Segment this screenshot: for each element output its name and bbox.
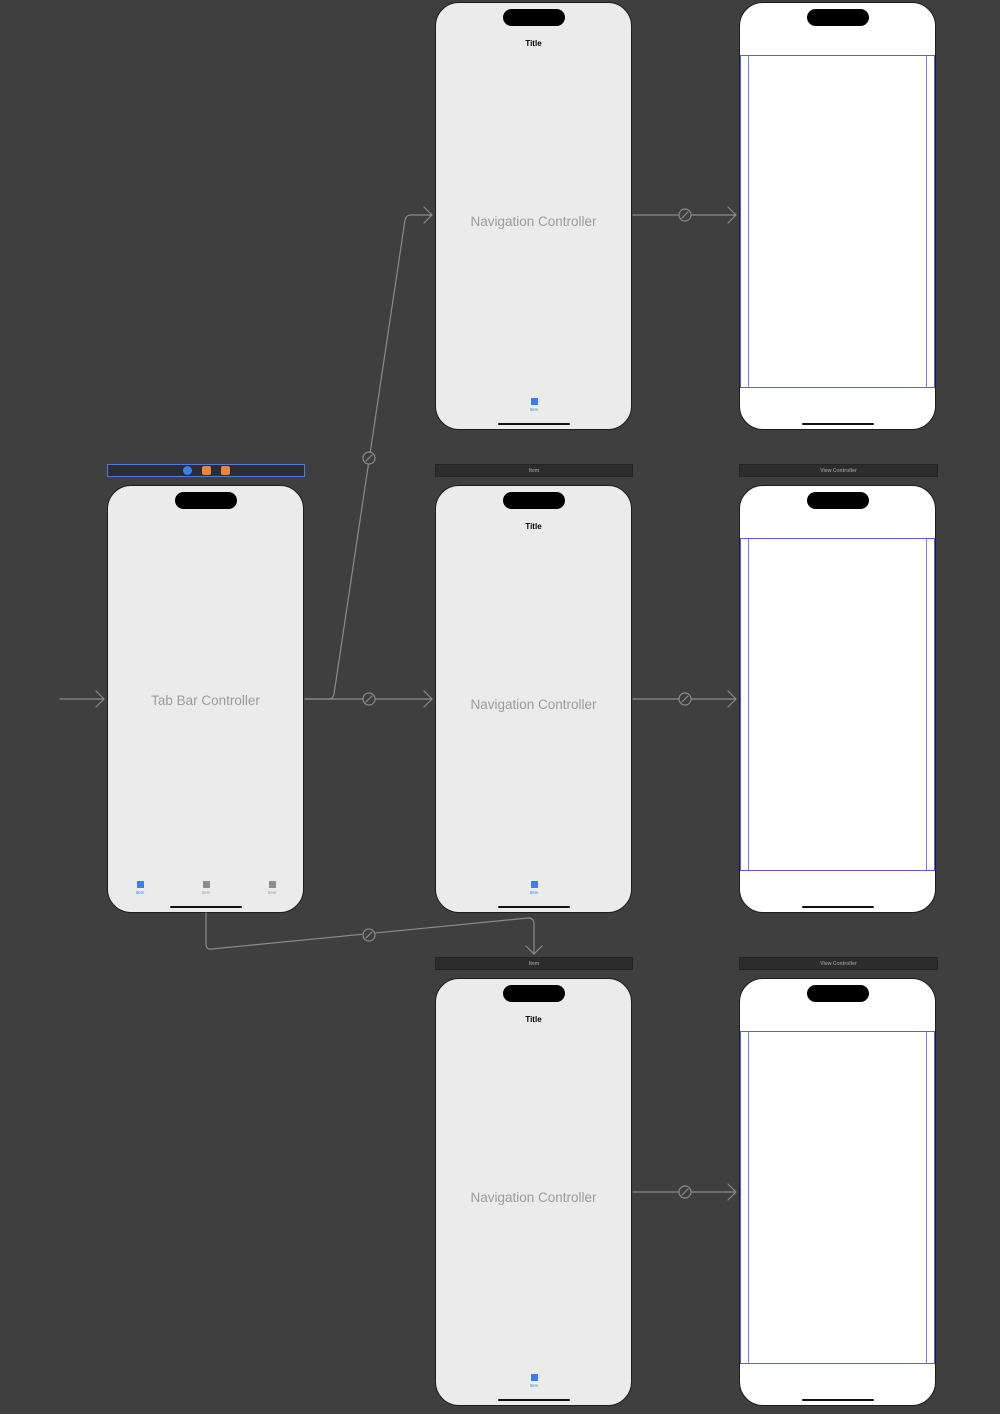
home-indicator bbox=[801, 423, 874, 425]
first-responder-icon[interactable] bbox=[182, 466, 192, 475]
home-indicator bbox=[497, 1399, 570, 1401]
tab-bar-item-2[interactable]: Item bbox=[186, 881, 226, 895]
tab-bar-item-1[interactable]: Item bbox=[120, 881, 160, 895]
safe-area-guide bbox=[740, 55, 935, 388]
navigation-controller-scene-middle[interactable]: Title Navigation Controller Item bbox=[435, 485, 632, 913]
tab-item-icon bbox=[136, 881, 144, 888]
tab-item-icon bbox=[530, 398, 538, 405]
initial-view-controller-arrow[interactable] bbox=[59, 690, 105, 708]
safe-area-guide bbox=[740, 1031, 935, 1364]
dynamic-island bbox=[502, 985, 565, 1002]
segue-tab-to-nav-bottom[interactable] bbox=[205, 912, 543, 955]
safe-area-guide bbox=[740, 538, 935, 871]
tab-bar-controller-label: Tab Bar Controller bbox=[151, 693, 260, 708]
navigation-controller-scene-top[interactable]: Title Navigation Controller Item bbox=[435, 2, 632, 430]
nav-bar-title: Title bbox=[525, 39, 542, 48]
dynamic-island bbox=[806, 9, 869, 26]
dynamic-island bbox=[502, 492, 565, 509]
segue-tab-to-nav-top[interactable] bbox=[304, 206, 433, 700]
tab-item-label: Item bbox=[201, 890, 211, 895]
scene-title-bar-item[interactable]: Item bbox=[435, 957, 633, 970]
tab-bar-item[interactable]: Item bbox=[514, 398, 554, 412]
tab-item-label: Item bbox=[529, 890, 539, 895]
dynamic-island bbox=[806, 492, 869, 509]
scene-title-bar-item[interactable]: Item bbox=[435, 464, 633, 477]
tab-item-icon bbox=[530, 1374, 538, 1381]
tab-bar-item[interactable]: Item bbox=[514, 1374, 554, 1388]
home-indicator bbox=[801, 906, 874, 908]
layout-margin-right bbox=[926, 1032, 927, 1363]
home-indicator bbox=[497, 423, 570, 425]
tab-item-icon bbox=[268, 881, 276, 888]
tab-bar-item-3[interactable]: Item bbox=[252, 881, 292, 895]
tab-item-icon bbox=[530, 881, 538, 888]
segue-root-top[interactable] bbox=[632, 206, 737, 224]
view-controller-scene-bottom[interactable] bbox=[739, 978, 936, 1406]
tab-item-label: Item bbox=[135, 890, 145, 895]
controller-icon[interactable] bbox=[201, 466, 211, 475]
layout-margin-left bbox=[748, 56, 749, 387]
navigation-controller-label: Navigation Controller bbox=[470, 214, 597, 229]
tab-item-label: Item bbox=[529, 407, 539, 412]
layout-margin-left bbox=[748, 1032, 749, 1363]
dynamic-island bbox=[174, 492, 237, 509]
dynamic-island bbox=[806, 985, 869, 1002]
navigation-controller-label: Navigation Controller bbox=[470, 1190, 597, 1205]
segue-root-middle[interactable] bbox=[632, 690, 737, 708]
layout-margin-right bbox=[926, 539, 927, 870]
tab-item-label: Item bbox=[267, 890, 277, 895]
home-indicator bbox=[497, 906, 570, 908]
tab-bar-item[interactable]: Item bbox=[514, 881, 554, 895]
home-indicator bbox=[801, 1399, 874, 1401]
navigation-controller-scene-bottom[interactable]: Title Navigation Controller Item bbox=[435, 978, 632, 1406]
tab-bar-scene-dock[interactable] bbox=[107, 464, 305, 477]
view-controller-scene-middle[interactable] bbox=[739, 485, 936, 913]
layout-margin-right bbox=[926, 56, 927, 387]
navigation-controller-label: Navigation Controller bbox=[470, 697, 597, 712]
view-controller-scene-top[interactable] bbox=[739, 2, 936, 430]
segue-tab-to-nav-middle[interactable] bbox=[304, 690, 433, 708]
layout-margin-left bbox=[748, 539, 749, 870]
nav-bar-title: Title bbox=[525, 1015, 542, 1024]
segue-root-bottom[interactable] bbox=[632, 1183, 737, 1201]
exit-icon[interactable] bbox=[220, 466, 230, 475]
scene-title-bar-view-controller[interactable]: View Controller bbox=[739, 464, 938, 477]
home-indicator bbox=[169, 906, 242, 908]
tab-item-label: Item bbox=[529, 1383, 539, 1388]
dynamic-island bbox=[502, 9, 565, 26]
nav-bar-title: Title bbox=[525, 522, 542, 531]
scene-title-bar-view-controller[interactable]: View Controller bbox=[739, 957, 938, 970]
tab-item-icon bbox=[202, 881, 210, 888]
tab-bar-controller-scene[interactable]: Tab Bar Controller Item Item Item bbox=[107, 485, 304, 913]
